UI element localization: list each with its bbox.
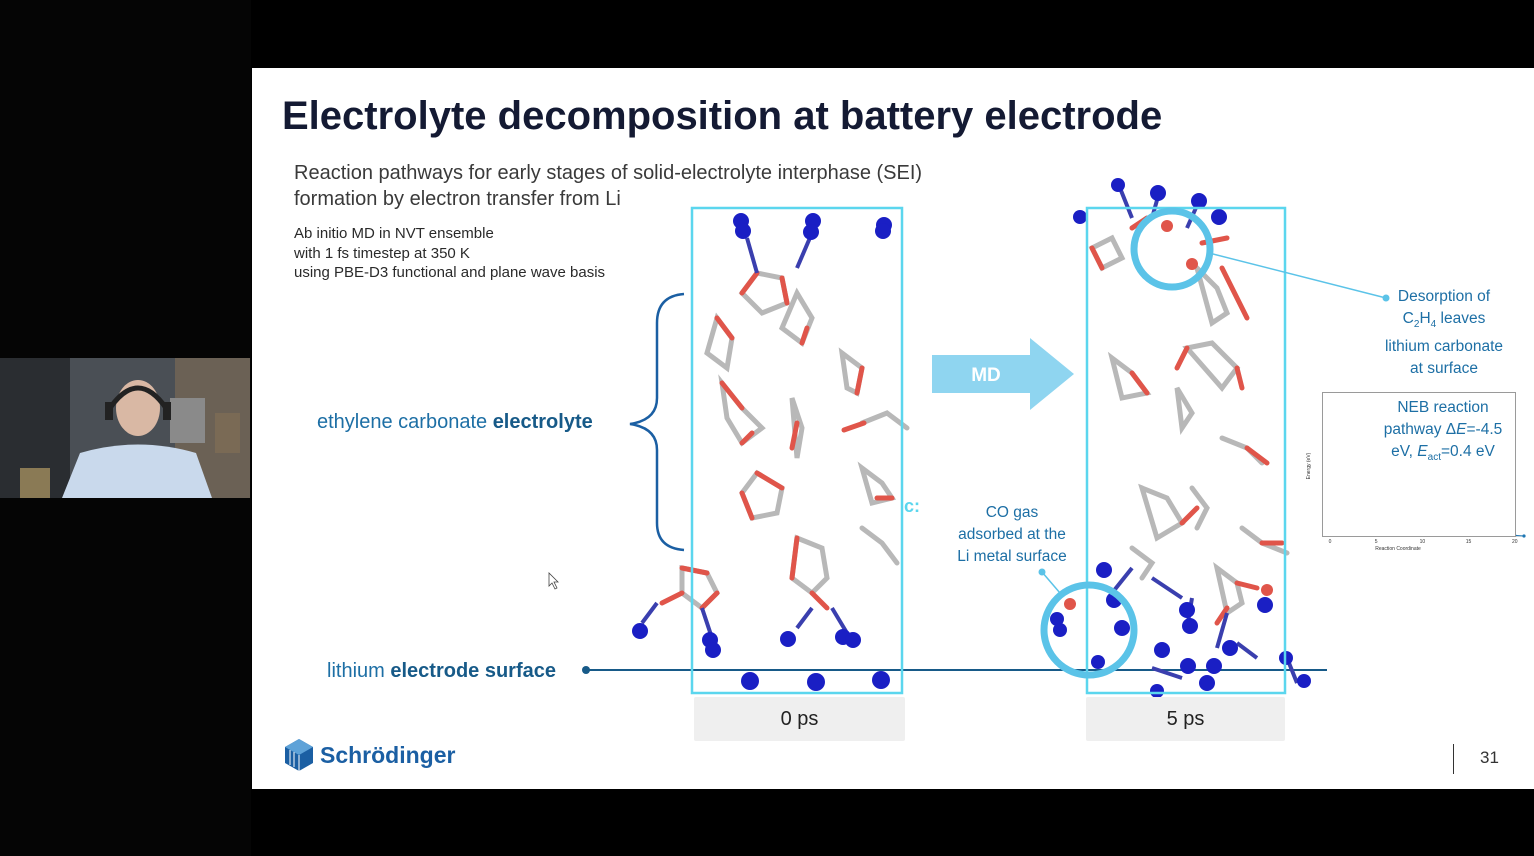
- notes-line-1: Ab initio MD in NVT ensemble: [294, 225, 494, 242]
- desorption-callout-line: [1208, 252, 1387, 299]
- li-label-normal: lithium: [327, 660, 391, 682]
- stray-label: c:: [904, 496, 920, 516]
- cell-box-5ps: [1085, 206, 1287, 695]
- brace-shape: [629, 292, 685, 552]
- notes-line-2: with 1 fs timestep at 350 K: [294, 244, 470, 262]
- co-highlight-circle: [1040, 581, 1138, 679]
- page-number: 31: [1480, 748, 1499, 767]
- neb-line-1: NEB reaction: [1397, 399, 1489, 416]
- time-label-0ps: 0 ps: [694, 697, 905, 741]
- desorb-sub-1: 2: [1413, 319, 1420, 331]
- desorb-sub-2: 4: [1430, 319, 1437, 331]
- neb-xtick-label: 15: [1466, 539, 1472, 545]
- electrode-line-dot: [582, 666, 590, 674]
- desorption-callout-dot: [1382, 294, 1390, 302]
- neb-xtick-label: 0: [1329, 539, 1332, 545]
- ec-label-normal: ethylene carbonate: [317, 411, 493, 433]
- co-gas-line-2: adsorbed at the: [958, 526, 1066, 543]
- ethylene-carbonate-label: ethylene carbonate electrolyte: [317, 411, 593, 434]
- desorb-h: H: [1419, 310, 1431, 327]
- li-label-bold: electrode surface: [390, 660, 556, 682]
- desorb-line-4: at surface: [1409, 360, 1479, 378]
- slide-subtitle: Reaction pathways for early stages of so…: [294, 160, 994, 212]
- co-gas-annotation: CO gas adsorbed at the Li metal surface: [942, 502, 1082, 568]
- neb-xtick-label: 10: [1420, 539, 1426, 545]
- neb-line-3: eV, Eact=0.4 eV: [1372, 441, 1514, 469]
- neb-line-2-b: =-4.5: [1466, 421, 1503, 438]
- lithium-surface-label: lithium electrode surface: [327, 660, 556, 683]
- molecules-0ps: [632, 213, 910, 691]
- desorb-line-2: C2H4 leaves: [1377, 308, 1511, 336]
- ec-label-bold: electrolyte: [492, 411, 593, 433]
- subtitle-line-2: formation by electron transfer from Li: [294, 188, 621, 210]
- neb-xlabel: Reaction Coordinate: [1375, 546, 1421, 552]
- desorb-c: C: [1402, 310, 1414, 327]
- mouse-cursor-icon: [548, 572, 559, 590]
- slide-title: Electrolyte decomposition at battery ele…: [282, 94, 1163, 138]
- desorption-annotation: Desorption of C2H4 leaves lithium carbon…: [1377, 286, 1511, 380]
- schrodinger-logo: Schrödinger: [284, 738, 455, 772]
- desorb-line-1: Desorption of: [1397, 288, 1491, 305]
- simulation-illustration: MD c: 0-1-2-3-405101520 Reaction Coordin…: [548, 178, 1526, 698]
- neb-xtick-label: 5: [1375, 539, 1378, 545]
- neb-line-3-a: eV,: [1391, 443, 1418, 460]
- neb-line-2-a: pathway Δ: [1383, 421, 1457, 438]
- cell-box-0ps: [690, 206, 904, 695]
- neb-line-3-e: E: [1417, 443, 1428, 460]
- presentation-slide: Electrolyte decomposition at battery ele…: [252, 68, 1534, 789]
- subtitle-line-1: Reaction pathways for early stages of so…: [294, 162, 923, 184]
- desorption-highlight-circle: [1130, 207, 1214, 291]
- neb-chart-frame: [1322, 392, 1516, 537]
- neb-line-3-b: =0.4 eV: [1440, 443, 1495, 460]
- presenter-webcam[interactable]: [0, 358, 250, 498]
- webcam-image: [0, 358, 250, 498]
- md-arrow-label: MD: [971, 365, 1001, 386]
- neb-xtick-label: 20: [1512, 539, 1518, 545]
- schrodinger-logo-icon: [285, 739, 313, 771]
- co-gas-line-1: CO gas: [985, 504, 1039, 521]
- co-callout-line: [1041, 571, 1061, 594]
- md-arrow: [932, 338, 1074, 410]
- notes-line-3: using PBE-D3 functional and plane wave b…: [294, 264, 606, 281]
- neb-energy-point: [1522, 534, 1526, 538]
- md-settings-notes: Ab initio MD in NVT ensemble with 1 fs t…: [294, 224, 654, 283]
- desorb-line-2-rest: leaves: [1436, 310, 1486, 327]
- co-callout-dot: [1038, 568, 1046, 576]
- neb-ylabel: Energy (eV): [1306, 452, 1312, 479]
- molecules-5ps: [1050, 178, 1311, 698]
- desorb-line-3: lithium carbonate: [1384, 338, 1504, 356]
- time-label-5ps: 5 ps: [1086, 697, 1285, 741]
- neb-line-2: pathway ΔE=-4.5: [1372, 419, 1514, 441]
- page-number-divider: [1453, 744, 1454, 774]
- neb-annotation: NEB reaction pathway ΔE=-4.5 eV, Eact=0.…: [1372, 397, 1514, 469]
- neb-line-3-sub: act: [1427, 452, 1441, 464]
- logo-wordmark: Schrödinger: [320, 741, 456, 768]
- neb-line-2-e: E: [1456, 421, 1467, 438]
- co-gas-line-3: Li metal surface: [957, 548, 1067, 565]
